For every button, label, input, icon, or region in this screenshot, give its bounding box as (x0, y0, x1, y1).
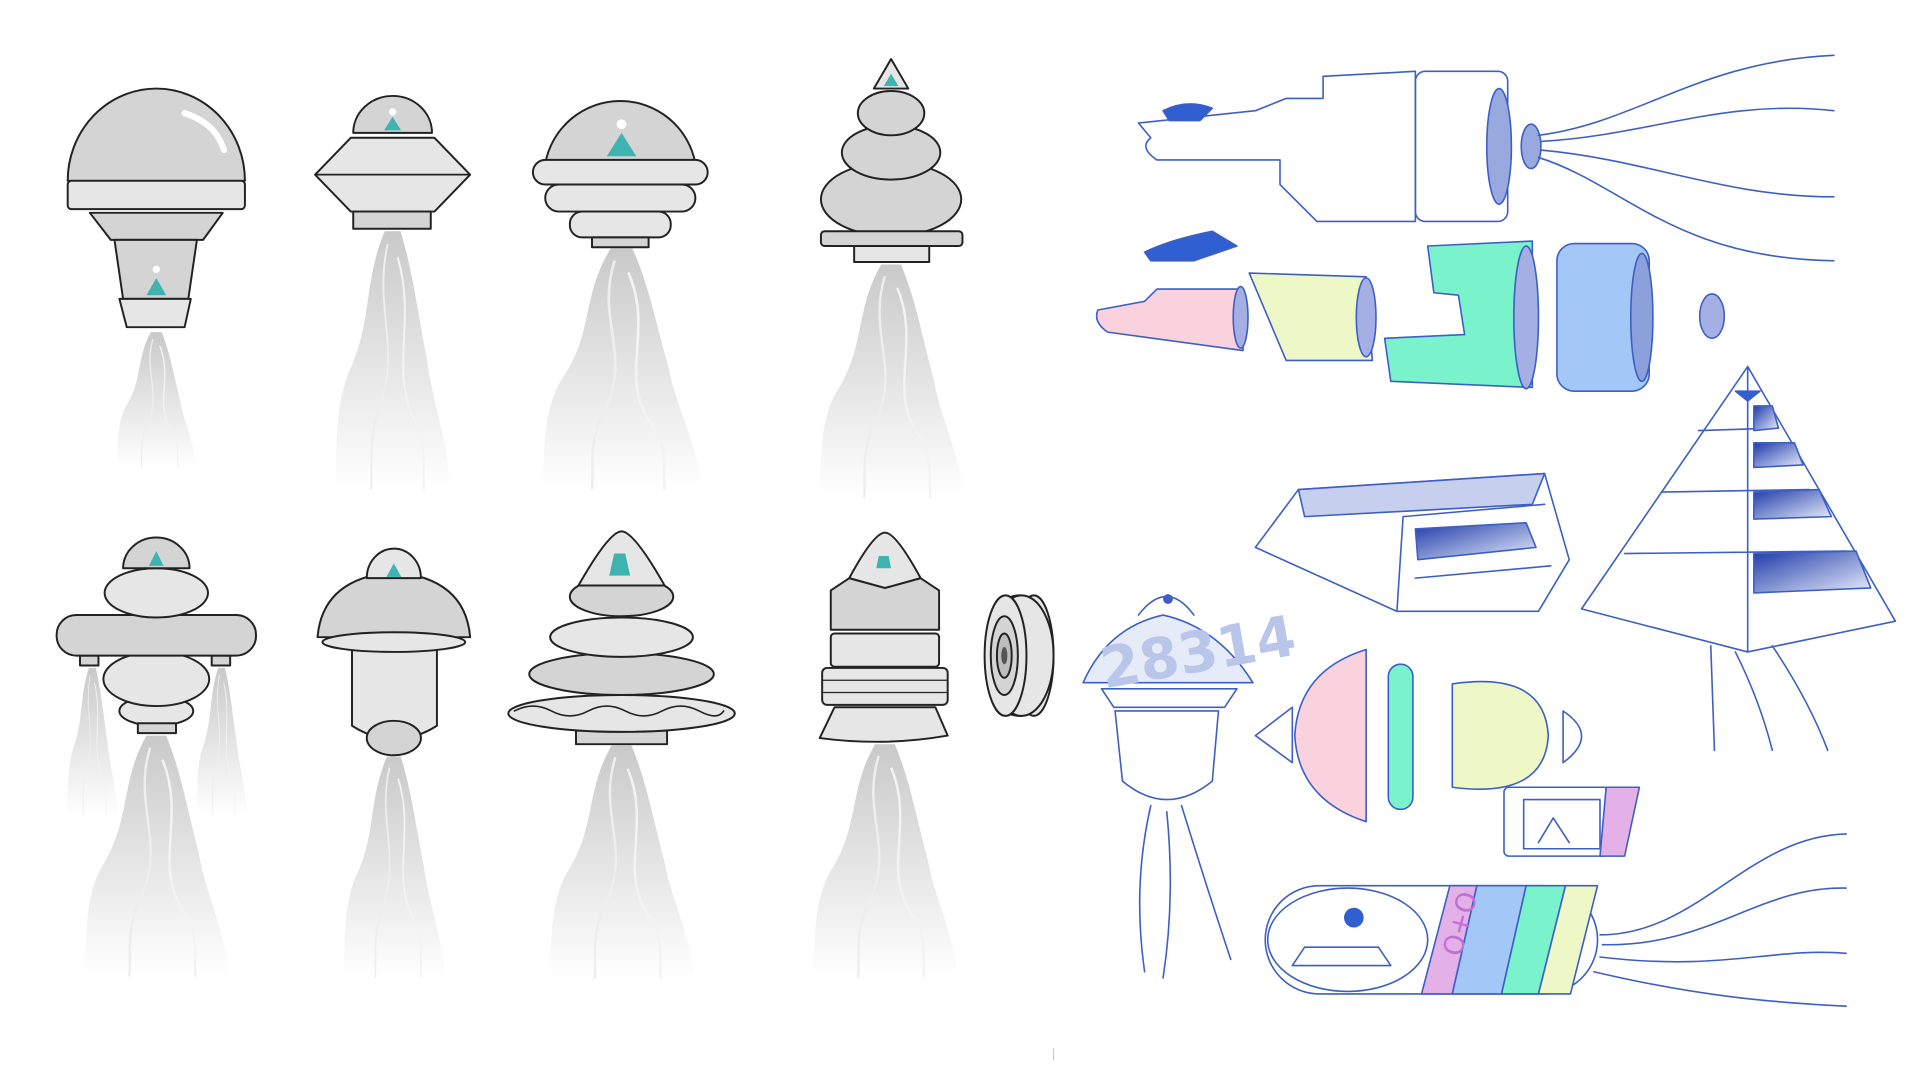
sketch-exploded-capsule: O+O (1254, 648, 1847, 1007)
sketch-exploded-ship-top (1137, 54, 1835, 262)
sketch-pyramid (1580, 365, 1897, 752)
sketch-box-window (1254, 472, 1571, 613)
ship-diamond-saucer (314, 94, 472, 230)
ship-wide-disc (55, 536, 257, 735)
ship-mushroom (316, 547, 472, 757)
sketch-colored-segments (1095, 230, 1726, 392)
ship-dome-balloon (66, 87, 246, 329)
ship-pencil (818, 531, 949, 743)
lamp-number-text: 28314 (1095, 603, 1300, 702)
wheel-part (983, 594, 1055, 717)
ship-tiered-bell (819, 58, 964, 263)
ship-stacked-saucer (531, 99, 709, 249)
ship-wavy-cone (507, 530, 736, 746)
